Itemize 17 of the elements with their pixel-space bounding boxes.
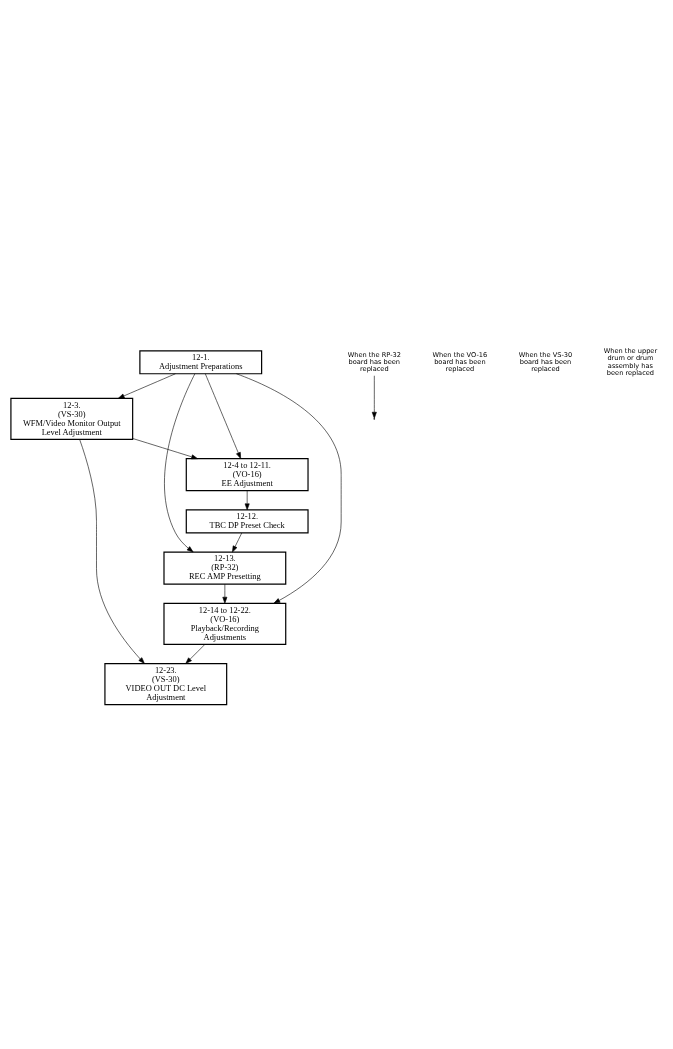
arrow	[244, 489, 250, 510]
arrow	[222, 583, 228, 603]
node-box: 12-13. (RP-32) REC AMP Presetting	[163, 551, 287, 585]
arrow	[205, 372, 241, 459]
arrow	[117, 372, 176, 399]
node-box: 12-1. Adjustment Preparations	[139, 349, 263, 374]
arrow	[236, 372, 342, 604]
arrow	[79, 438, 145, 664]
node-box: 12-3. (VS-30) WFM/Video Monitor Output Level Adjustment	[10, 397, 134, 440]
arrow	[132, 437, 198, 459]
node-box: 12-12. TBC DP Preset Check	[185, 508, 309, 533]
node-box: 12-4 to 12-11. (VO-16) EE Adjustment	[185, 457, 309, 491]
arrow	[185, 643, 206, 664]
arrow	[164, 372, 196, 552]
node-box: 12-14 to 12-22. (VO-16) Playback/Recording Adjustments	[163, 602, 287, 645]
arrow	[232, 532, 243, 552]
node-box: 12-23. (VS-30) VIDEO OUT DC Level Adjustment	[104, 662, 228, 705]
